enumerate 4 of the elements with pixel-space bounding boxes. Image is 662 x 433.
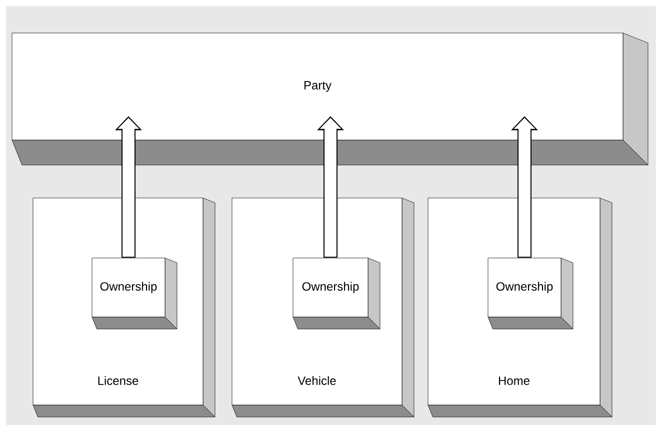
component-box: Ownership bbox=[488, 258, 574, 330]
entity-box: Party bbox=[12, 32, 648, 166]
component-box: Ownership bbox=[292, 258, 380, 330]
component-box: Ownership bbox=[92, 258, 178, 330]
